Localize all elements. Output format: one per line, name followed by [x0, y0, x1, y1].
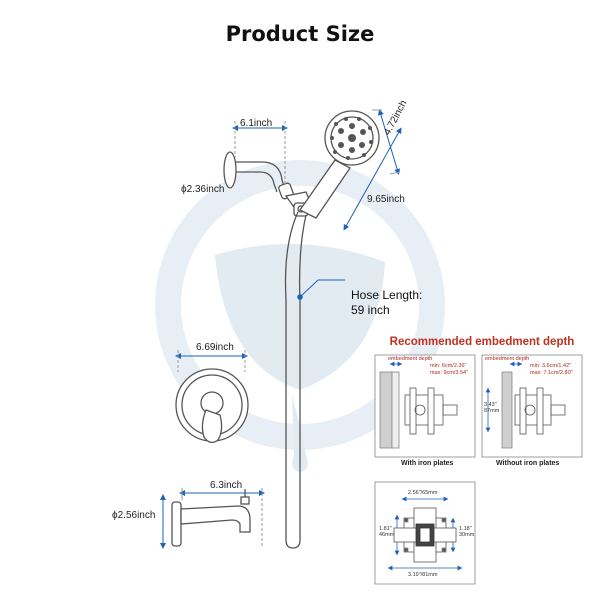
embed-panel-without-plates [481, 354, 583, 458]
handheld-length-label: 9.65inch [367, 194, 405, 205]
valve-left-dim-2: 46mm [379, 532, 395, 538]
hose-length-line1: Hose Length: [351, 288, 423, 302]
embed-right-max: max: 7.1cm/2.80" [530, 370, 573, 376]
hose-length-label: Hose Length: 59 inch [351, 288, 422, 318]
embed-right-tag: embedment depth [485, 356, 530, 362]
hose-length-line2: 59 inch [351, 303, 390, 317]
flange-diameter-label: ϕ2.36inch [181, 184, 225, 195]
valve-left-dim-1: 1.81" [379, 526, 392, 532]
embed-left-max: max: 9cm/3.54" [430, 370, 469, 376]
valve-right-dim-2: 30mm [459, 532, 475, 538]
embed-right-min: min: 3.6cm/1.42" [530, 363, 572, 369]
page-title: Product Size [225, 22, 375, 46]
arm-length-label: 6.1inch [240, 118, 273, 129]
trim-width-label: 6.69inch [196, 342, 234, 353]
valve-bottom-dim: 3.19"/81mm [408, 572, 438, 578]
embed-left-caption: With iron plates [401, 460, 454, 467]
embedment-title: Recommended embedment depth [389, 336, 575, 348]
embed-right-side-dim-2: 87mm [484, 408, 500, 414]
spout-diameter-label: ϕ2.56inch [112, 510, 156, 521]
embed-left-min: min: 6cm/2.36" [430, 363, 467, 369]
embed-right-side-dim-1: 3.43" [484, 402, 497, 408]
spout-length-label: 6.3inch [210, 480, 243, 491]
embed-right-caption: Without iron plates [496, 460, 560, 467]
embed-left-tag: embedment depth [388, 356, 433, 362]
valve-top-dim: 2.56"/65mm [408, 490, 438, 496]
dimension-lines [160, 109, 402, 549]
trim-plate [175, 368, 249, 444]
embed-panel-with-plates [374, 354, 476, 458]
valve-panel [374, 481, 476, 585]
valve-right-dim-1: 1.18" [459, 526, 472, 532]
tub-spout [171, 489, 251, 547]
